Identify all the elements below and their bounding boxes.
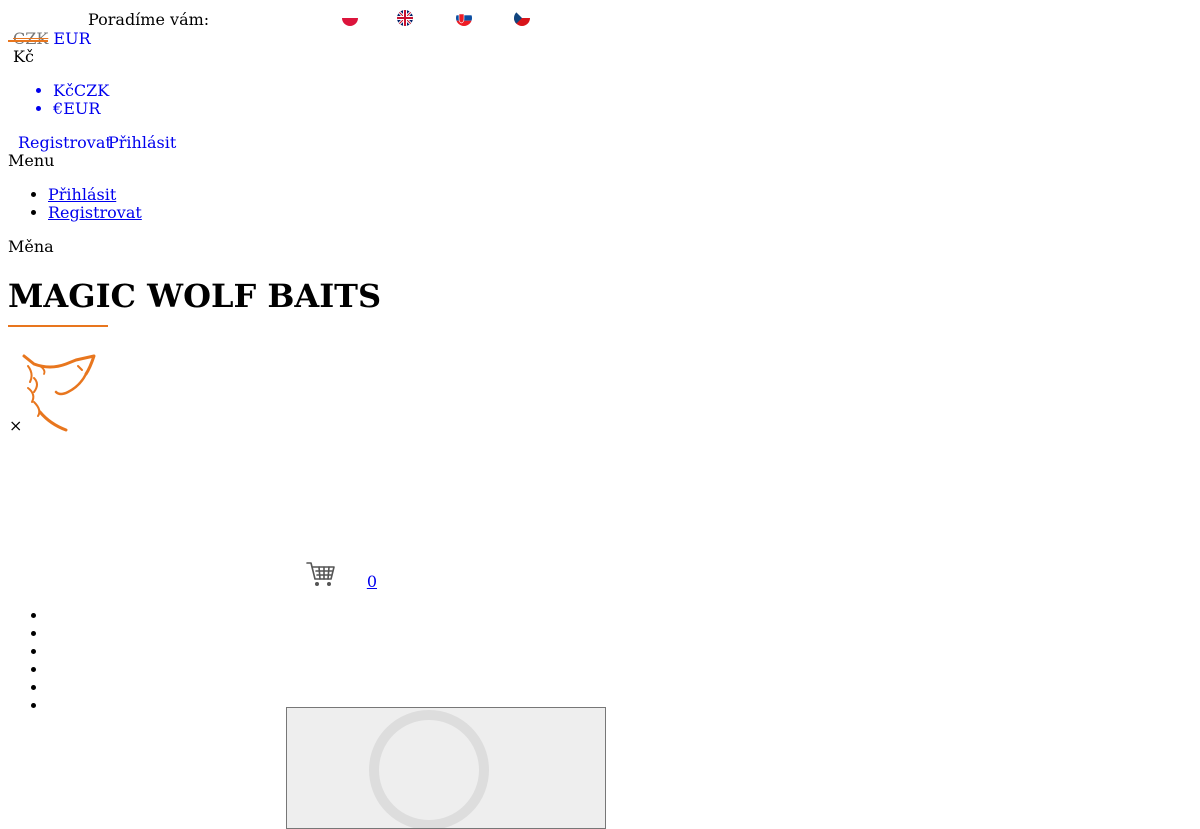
wolf-logo-icon[interactable]: [20, 352, 100, 434]
brand-underline: [8, 325, 108, 327]
currency-current[interactable]: CZK: [13, 29, 49, 48]
currency-other[interactable]: EUR: [53, 29, 91, 48]
pl-flag-icon[interactable]: [342, 10, 358, 26]
menu-toggle[interactable]: Menu: [8, 151, 55, 170]
close-icon[interactable]: ×: [9, 416, 23, 435]
user-menu-item-register: Registrovat: [48, 204, 142, 222]
gb-flag-icon[interactable]: [397, 10, 413, 26]
brand-title: MAGIC WOLF BAITS: [8, 277, 382, 315]
currency-option-czk[interactable]: KčCZK: [53, 82, 109, 100]
cz-flag-icon[interactable]: [514, 10, 530, 26]
login-menu-link[interactable]: Přihlásit: [48, 185, 117, 204]
currency-option-eur[interactable]: €EUR: [53, 100, 109, 118]
currency-switch[interactable]: CZK EUR: [13, 30, 91, 48]
currency-underline: [8, 40, 48, 42]
register-menu-link[interactable]: Registrovat: [48, 203, 142, 222]
cart-count[interactable]: 0: [366, 572, 377, 591]
currency-label: Měna: [8, 237, 54, 256]
sk-flag-icon[interactable]: [456, 10, 472, 26]
currency-options: KčCZK €EUR: [53, 82, 109, 118]
register-link[interactable]: Registrovat: [18, 133, 112, 152]
login-link[interactable]: Přihlásit: [108, 133, 177, 152]
user-menu-item-login: Přihlásit: [48, 186, 142, 204]
currency-symbol: Kč: [13, 47, 34, 66]
loading-spinner-icon: [369, 710, 489, 828]
advise-label: Poradíme vám:: [88, 10, 210, 29]
product-image-placeholder[interactable]: [286, 707, 606, 829]
user-menu: Přihlásit Registrovat: [48, 186, 142, 222]
cart-icon[interactable]: [306, 560, 336, 588]
